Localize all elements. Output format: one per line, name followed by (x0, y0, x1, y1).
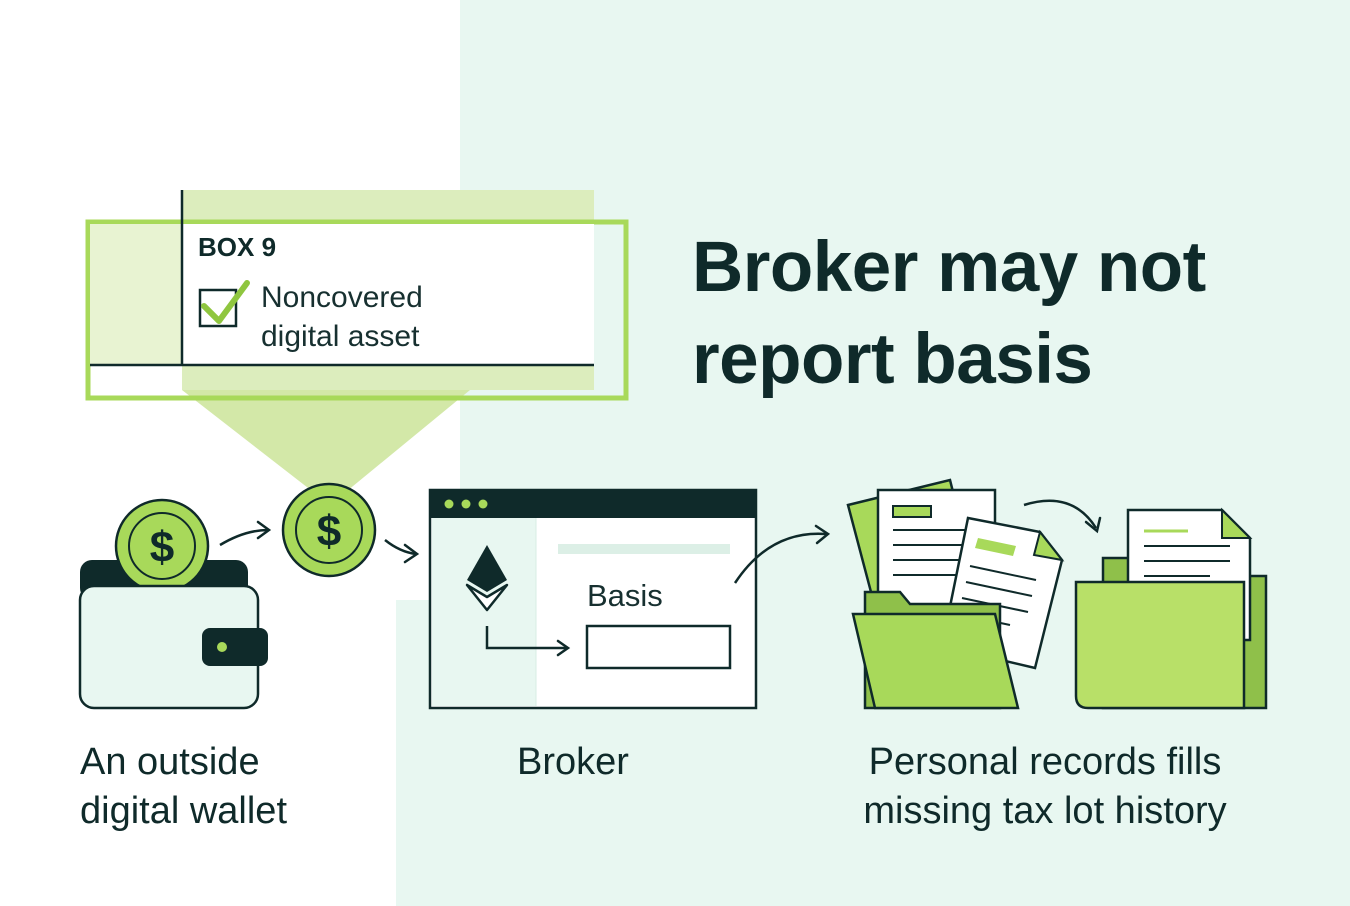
form-box-callout (85, 190, 629, 505)
box-label: BOX 9 (198, 232, 277, 262)
broker-caption-text: Broker (517, 741, 629, 783)
wallet-clasp (202, 628, 268, 666)
title-line-1: Broker may not (692, 228, 1206, 307)
title-line-2: report basis (692, 320, 1093, 399)
arrow-icon (485, 626, 566, 650)
browser-window-icon (428, 488, 758, 710)
checkbox-label-line-1: Noncovered (261, 281, 423, 314)
ethereum-icon (465, 545, 509, 612)
checkmark-icon (201, 280, 250, 324)
dollar-coin-icon: $ (281, 482, 377, 578)
arrow-icon (384, 539, 417, 556)
arrow-icon (733, 532, 827, 584)
records-folder-icon (846, 478, 1065, 710)
mint-background-panel (460, 0, 1350, 906)
records-caption-line-1: Personal records fills (868, 741, 1222, 783)
page-title: Broker may not report basis (692, 222, 1332, 406)
basis-field (585, 624, 732, 670)
callout-pointer (182, 390, 470, 505)
form-box-border (85, 219, 629, 401)
checkbox-label: Noncovered digital asset (261, 278, 423, 356)
basis-label: Basis (587, 578, 663, 613)
form-box-left-shade (90, 224, 182, 364)
form-box-white-area (182, 224, 594, 364)
checkbox-label-line-2: digital asset (261, 320, 420, 353)
arrow-icon (219, 528, 269, 547)
broker-caption: Broker (517, 738, 629, 787)
arrow-icon (1023, 499, 1098, 529)
wallet-caption-line-1: An outside (80, 741, 260, 783)
folder-icon (1074, 507, 1268, 710)
svg-text:$: $ (317, 507, 341, 556)
svg-text:$: $ (150, 523, 174, 572)
wallet-caption: An outside digital wallet (80, 738, 287, 836)
wallet-icon: $ (78, 498, 268, 710)
records-caption-line-2: missing tax lot history (863, 790, 1227, 832)
records-caption: Personal records fills missing tax lot h… (820, 738, 1270, 836)
wallet-caption-line-2: digital wallet (80, 790, 287, 832)
